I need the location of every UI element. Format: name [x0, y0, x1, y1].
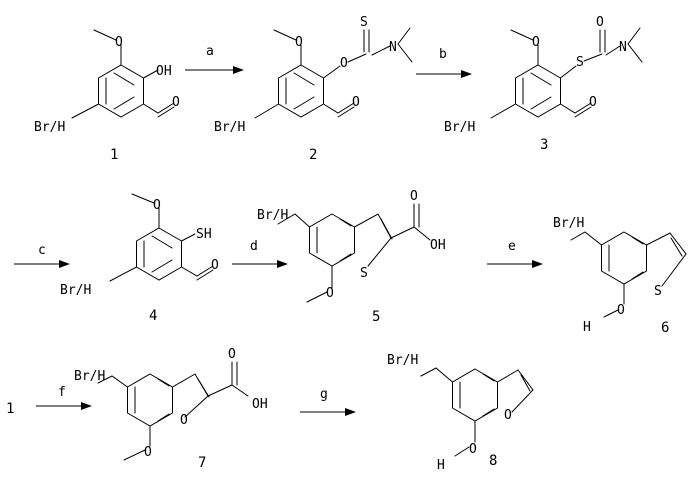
compound-1: O OH O Br/H 1 [34, 30, 180, 163]
methoxy-o: O [144, 445, 152, 460]
hydroxyl: OH [156, 64, 172, 79]
carboxyl-o: O [410, 189, 418, 204]
aldehyde-o: O [352, 95, 360, 110]
compound-5: S O O OH Br/H 5 [257, 189, 446, 325]
thioester-s: S [576, 55, 584, 70]
compound-4: O SH O Br/H 4 [60, 194, 219, 324]
compound-7: O O O OH Br/H 7 [74, 347, 268, 471]
methoxy-o: O [295, 35, 303, 50]
compound-label-8: 8 [489, 453, 497, 469]
methoxy-o: O [326, 286, 334, 301]
amine-n: N [389, 40, 397, 55]
hydroxyl-h: H [583, 320, 591, 335]
aldehyde-o: O [172, 95, 180, 110]
carboxyl-oh: OH [252, 397, 268, 412]
compound-label-1: 1 [110, 147, 118, 163]
compound-3: O S O N O Br/H 3 [444, 15, 642, 153]
thiophene-s: S [360, 266, 368, 281]
reaction-arrow-c: c [14, 243, 70, 268]
reagent-label-a: a [206, 44, 214, 59]
reagent-label-d: d [250, 239, 258, 254]
methoxy-o: O [115, 35, 123, 50]
amine-n: N [619, 40, 627, 55]
reaction-arrow-f: f [36, 385, 92, 410]
br-h-substituent: Br/H [553, 216, 584, 231]
aldehyde-o: O [589, 95, 597, 110]
compound-6: S O H Br/H 6 [553, 216, 686, 336]
compound-label-7: 7 [198, 455, 206, 471]
furan-o: O [504, 408, 512, 423]
br-h-substituent: Br/H [444, 120, 475, 135]
br-h-substituent: Br/H [387, 353, 418, 368]
br-h-substituent: Br/H [60, 283, 91, 298]
reagent-label-f: f [58, 385, 66, 400]
reaction-arrow-a: a [185, 44, 244, 74]
thiol: SH [196, 227, 212, 242]
compound-label-5: 5 [372, 309, 380, 325]
hydroxyl-o: O [617, 303, 625, 318]
carbonyl-o: O [596, 15, 604, 30]
hydroxyl-o: O [469, 442, 477, 457]
reaction-arrow-e: e [487, 239, 543, 268]
furan-o: O [180, 413, 188, 428]
reagent-label-g: g [320, 387, 328, 402]
br-h-substituent: Br/H [257, 208, 288, 223]
compound-label-4: 4 [149, 308, 157, 324]
br-h-substituent: Br/H [34, 120, 65, 135]
reaction-arrow-d: d [232, 239, 288, 268]
reagent-label-b: b [439, 47, 447, 62]
thiophene-s: S [654, 284, 662, 299]
reaction-arrow-b: b [416, 47, 472, 78]
methoxy-o: O [532, 35, 540, 50]
hydroxyl-h: H [437, 458, 445, 473]
br-h-substituent: Br/H [214, 120, 245, 135]
compound-2: O O S N O Br/H 2 [214, 15, 412, 163]
compound-label-2: 2 [309, 147, 317, 163]
carboxyl-oh: OH [430, 238, 446, 253]
methoxy-o: O [153, 198, 161, 213]
carboxyl-o: O [228, 347, 236, 362]
compound-label-6: 6 [661, 320, 669, 336]
reaction-arrow-g: g [300, 387, 356, 416]
compound-label-3: 3 [540, 137, 548, 153]
ester-o: O [340, 56, 348, 71]
compound-8: O O H Br/H 8 [387, 353, 533, 473]
aldehyde-o: O [211, 258, 219, 273]
thione-s: S [360, 15, 368, 30]
reagent-label-c: c [38, 243, 46, 258]
start-compound-label: 1 [6, 401, 14, 417]
reagent-label-e: e [508, 239, 516, 254]
br-h-substituent: Br/H [74, 369, 105, 384]
